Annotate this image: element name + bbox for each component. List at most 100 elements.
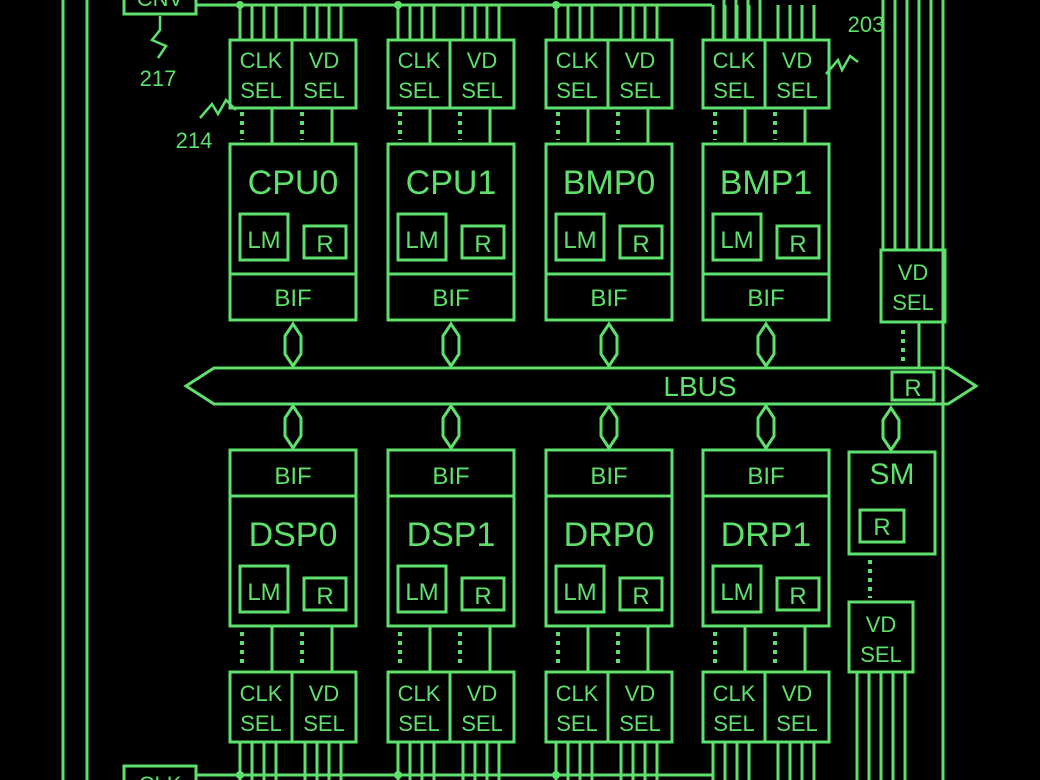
lbus: LBUS R	[183, 366, 979, 406]
clk-label: CLK	[713, 48, 756, 73]
register-label: R	[474, 583, 491, 610]
register-box	[775, 576, 821, 612]
vd-sel-label: SEL	[461, 711, 503, 736]
register-box	[775, 224, 821, 260]
register-label: R	[789, 583, 806, 610]
clk-label: CLK	[556, 681, 599, 706]
lm-label: LM	[563, 227, 596, 254]
lm-box	[396, 212, 448, 262]
vd-sel-box	[448, 38, 516, 110]
register-label: R	[316, 231, 333, 258]
clk-label: CLK	[240, 681, 283, 706]
sm-register-label: R	[873, 514, 890, 541]
lm-box	[711, 212, 763, 262]
vd-sel-box	[290, 670, 358, 744]
lbus-label: LBUS	[663, 371, 736, 402]
bif-label: BIF	[274, 463, 311, 490]
bus-connector	[441, 321, 461, 369]
lm-label: LM	[247, 227, 280, 254]
vd-sel-label: SEL	[303, 78, 345, 103]
bif-label: BIF	[432, 285, 469, 312]
vd-sel-label: SEL	[619, 78, 661, 103]
vd-sel-box	[448, 670, 516, 744]
vd-sel-box	[763, 670, 831, 744]
ref-214: 214	[176, 128, 213, 153]
lbus-register-box	[890, 370, 936, 402]
lm-label: LM	[720, 579, 753, 606]
clk-sel-label: SEL	[713, 711, 755, 736]
lm-label: LM	[247, 579, 280, 606]
clk-label: CLK	[713, 681, 756, 706]
lm-box	[554, 212, 606, 262]
vd-label: VD	[625, 48, 656, 73]
module-name: CPU0	[248, 164, 339, 202]
lm-box	[396, 564, 448, 614]
module-body	[544, 448, 674, 628]
register-label: R	[316, 583, 333, 610]
sm-label: SM	[870, 458, 915, 491]
vd-sel-box	[606, 670, 674, 744]
wiring	[61, 0, 945, 780]
module-body	[544, 142, 674, 322]
sm-sel-label: SEL	[860, 642, 902, 667]
register-label: R	[474, 231, 491, 258]
register-box	[302, 576, 348, 612]
vd-sel-box	[606, 38, 674, 110]
module-body	[386, 448, 516, 628]
bif-label: BIF	[747, 463, 784, 490]
register-box	[460, 576, 506, 612]
vd-label: VD	[467, 681, 498, 706]
module-name: DRP0	[564, 516, 655, 554]
module-body	[386, 142, 516, 322]
vd-sel-label: SEL	[776, 78, 818, 103]
module-name: DSP1	[407, 516, 496, 554]
clk-label: CLK	[240, 48, 283, 73]
lm-box	[238, 564, 290, 614]
top-partial-box: CNV	[122, 0, 198, 16]
sm-vd-label: VD	[866, 612, 897, 637]
module-name: CPU1	[406, 164, 497, 202]
sm-block: SM R VD SEL	[847, 405, 937, 674]
module-body	[228, 142, 358, 322]
clk-sel-label: SEL	[398, 78, 440, 103]
lbus-vd-sel: VD SEL	[879, 248, 947, 364]
lm-label: LM	[720, 227, 753, 254]
vd-label: VD	[309, 48, 340, 73]
top-partial-label: CNV	[137, 0, 184, 11]
lbus-register-label: R	[904, 375, 921, 402]
vd-label: VD	[309, 681, 340, 706]
bif-label: BIF	[432, 463, 469, 490]
module-body	[701, 448, 831, 628]
bif-label: BIF	[274, 285, 311, 312]
vd-sel-label: SEL	[776, 711, 818, 736]
bus-connector	[599, 403, 619, 451]
bus-connector	[599, 321, 619, 369]
register-box	[618, 576, 664, 612]
lm-label: LM	[563, 579, 596, 606]
sm-register-box	[858, 508, 906, 544]
clk-sel-label: SEL	[240, 711, 282, 736]
ref-217: 217	[140, 66, 177, 91]
vd-sel-label: SEL	[619, 711, 661, 736]
ref-203: 203	[848, 12, 885, 37]
module-body	[701, 142, 831, 322]
bus-connector	[283, 321, 303, 369]
module-name: DRP1	[721, 516, 812, 554]
bus-connector	[283, 403, 303, 451]
bottom-partial-box: CLK	[122, 764, 198, 780]
register-label: R	[789, 231, 806, 258]
clk-sel-label: SEL	[398, 711, 440, 736]
register-label: R	[632, 231, 649, 258]
module-name: DSP0	[249, 516, 338, 554]
bus-connector	[756, 321, 776, 369]
clk-sel-label: SEL	[556, 78, 598, 103]
register-box	[302, 224, 348, 260]
